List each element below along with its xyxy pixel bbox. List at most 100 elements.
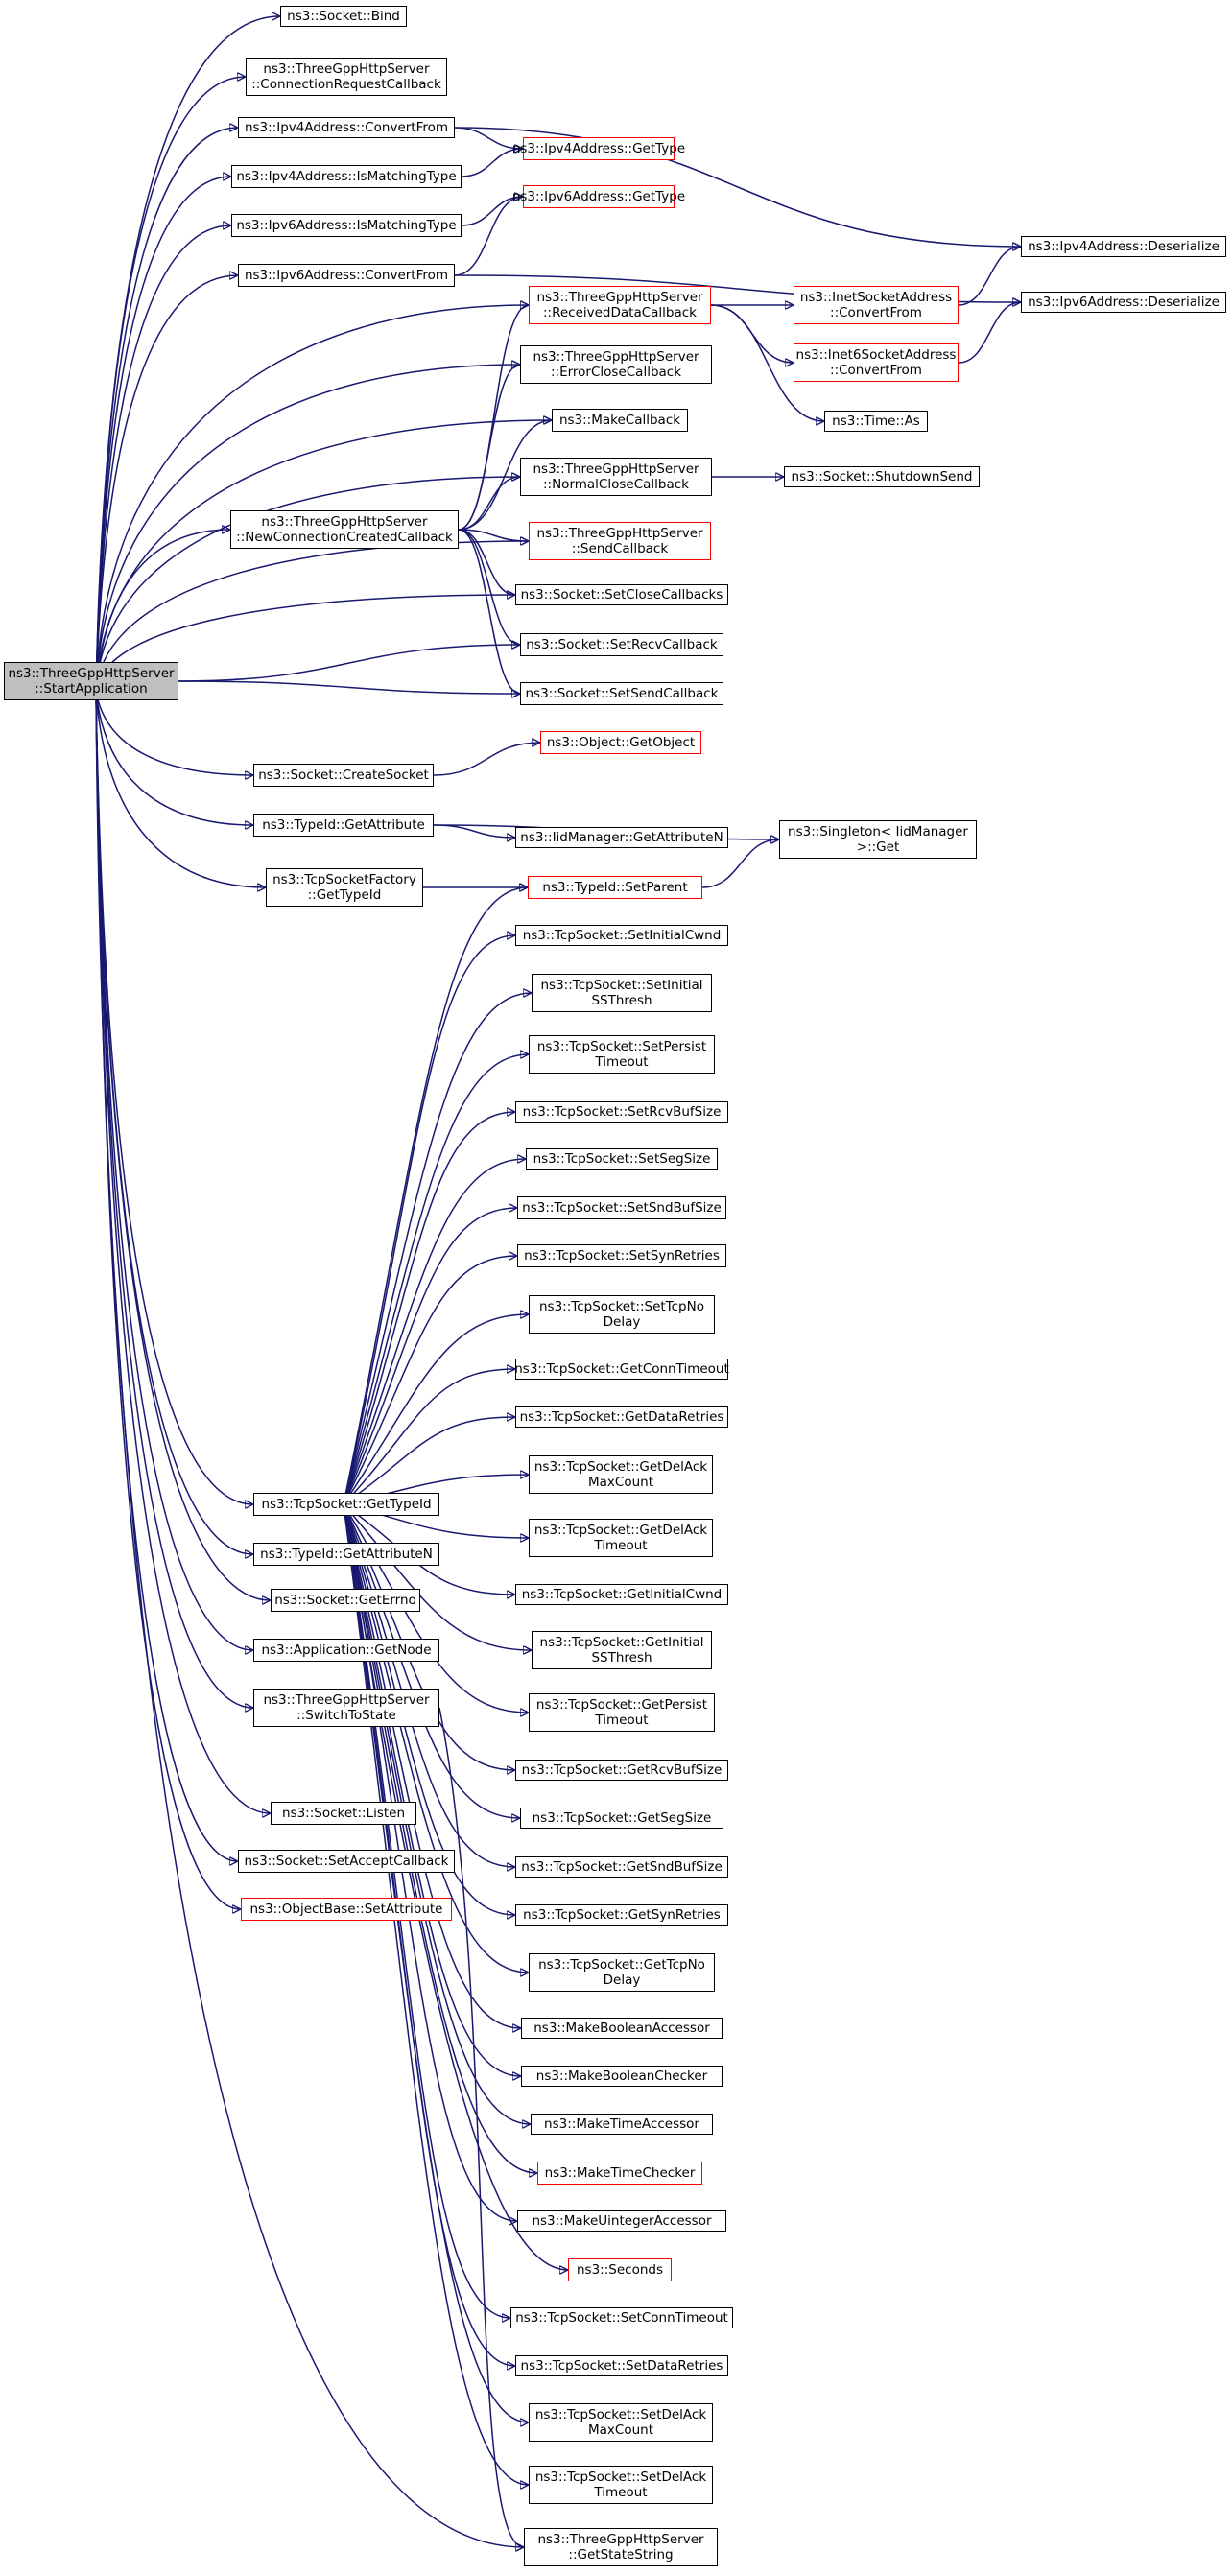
node-ns3-typeid-getattributen[interactable]: ns3::TypeId::GetAttributeN	[253, 1543, 439, 1566]
edge-createsock-to-getobject	[433, 743, 540, 776]
node-ns3-tcpsocket-setdelack-maxcount[interactable]: ns3::TcpSocket::SetDelAck MaxCount	[529, 2403, 713, 2442]
node-ns3-threegpphttpserver-connectionrequestcallback[interactable]: ns3::ThreeGppHttpServer ::ConnectionRequ…	[246, 58, 447, 96]
node-ns3-tcpsocket-settcpno-delay[interactable]: ns3::TcpSocket::SetTcpNo Delay	[529, 1295, 715, 1334]
node-ns3-threegpphttpserver-startapplication[interactable]: ns3::ThreeGppHttpServer ::StartApplicati…	[4, 662, 178, 700]
edge-tcpgettypeid-to-mktimechk	[343, 1503, 537, 2173]
node-ns3-tcpsocket-setsndbufsize[interactable]: ns3::TcpSocket::SetSndBufSize	[517, 1196, 726, 1219]
node-ns3-threegpphttpserver-normalclosecallback[interactable]: ns3::ThreeGppHttpServer ::NormalCloseCal…	[520, 458, 712, 496]
node-ns3-tcpsocket-gettypeid[interactable]: ns3::TcpSocket::GetTypeId	[253, 1493, 439, 1516]
edge-root-to-v6ismatch	[95, 225, 231, 692]
node-ns3-tcpsocket-getsegsize[interactable]: ns3::TcpSocket::GetSegSize	[520, 1808, 723, 1829]
node-ns3-threegpphttpserver-switchtostate[interactable]: ns3::ThreeGppHttpServer ::SwitchToState	[253, 1689, 439, 1727]
node-ns3-tcpsocket-setdataretries[interactable]: ns3::TcpSocket::SetDataRetries	[515, 2355, 728, 2376]
node-ns3-socket-bind[interactable]: ns3::Socket::Bind	[280, 6, 407, 27]
edge-tcpgettypeid-to-setsyn	[343, 1256, 517, 1505]
edge-newconn-to-errclose	[458, 365, 521, 531]
node-ns3-ipv4address-deserialize[interactable]: ns3::Ipv4Address::Deserialize	[1021, 236, 1226, 257]
edge-v4conv-to-v4deser	[454, 127, 1021, 247]
node-ns3-tcpsocket-gettcpno-delay[interactable]: ns3::TcpSocket::GetTcpNo Delay	[529, 1953, 715, 1992]
node-ns3-maketimeaccessor[interactable]: ns3::MakeTimeAccessor	[531, 2114, 713, 2135]
node-ns3-tcpsocket-setpersist-timeout[interactable]: ns3::TcpSocket::SetPersist Timeout	[529, 1035, 715, 1074]
node-ns3-ipv6address-ismatchingtype[interactable]: ns3::Ipv6Address::IsMatchingType	[231, 214, 462, 237]
node-ns3-socket-setacceptcallback[interactable]: ns3::Socket::SetAcceptCallback	[238, 1850, 455, 1873]
node-ns3-tcpsocket-setrcvbufsize[interactable]: ns3::TcpSocket::SetRcvBufSize	[515, 1101, 728, 1123]
edge-root-to-listen	[95, 690, 271, 1813]
edge-tcpgettypeid-to-getseg	[343, 1503, 520, 1818]
edge-recvdata-to-timeas	[710, 304, 824, 421]
node-ns3-tcpsocket-setinitial-ssthresh[interactable]: ns3::TcpSocket::SetInitial SSThresh	[532, 974, 712, 1012]
edge-switchstate-to-getstatestr	[438, 1707, 525, 2547]
node-ns3-tcpsocket-getdelack-timeout[interactable]: ns3::TcpSocket::GetDelAck Timeout	[529, 1519, 713, 1557]
node-ns3-tcpsocket-getpersist-timeout[interactable]: ns3::TcpSocket::GetPersist Timeout	[529, 1693, 715, 1732]
edge-newconn-to-sendcb	[458, 529, 529, 541]
node-ns3-makebooleanchecker[interactable]: ns3::MakeBooleanChecker	[521, 2066, 723, 2087]
edge-root-to-tcpfactory	[95, 690, 266, 887]
node-ns3-makeuintegeraccessor[interactable]: ns3::MakeUintegerAccessor	[517, 2210, 726, 2232]
node-ns3-ipv6address-convertfrom[interactable]: ns3::Ipv6Address::ConvertFrom	[238, 264, 455, 287]
edge-tcpgettypeid-to-setrcvbuf	[343, 1112, 515, 1505]
node-ns3-ipv4address-convertfrom[interactable]: ns3::Ipv4Address::ConvertFrom	[238, 117, 455, 138]
node-ns3-tcpsocket-setsynretries[interactable]: ns3::TcpSocket::SetSynRetries	[517, 1244, 726, 1267]
edge-tcpgettypeid-to-setseg	[343, 1159, 526, 1505]
edge-root-to-conreq	[95, 77, 246, 692]
node-ns3-threegpphttpserver-getstatestring[interactable]: ns3::ThreeGppHttpServer ::GetStateString	[524, 2528, 718, 2566]
node-ns3-socket-setrecvcallback[interactable]: ns3::Socket::SetRecvCallback	[520, 633, 723, 656]
edge-root-to-geterrno	[95, 690, 271, 1600]
node-ns3-time-as[interactable]: ns3::Time::As	[824, 411, 928, 432]
node-ns3-tcpsocket-getconntimeout[interactable]: ns3::TcpSocket::GetConnTimeout	[514, 1359, 729, 1380]
node-ns3-ipv6address-deserialize[interactable]: ns3::Ipv6Address::Deserialize	[1021, 292, 1226, 313]
node-ns3-seconds[interactable]: ns3::Seconds	[568, 2258, 672, 2281]
node-ns3-tcpsocket-getinitialcwnd[interactable]: ns3::TcpSocket::GetInitialCwnd	[515, 1584, 728, 1605]
node-ns3-tcpsocket-setdelack-timeout[interactable]: ns3::TcpSocket::SetDelAck Timeout	[529, 2466, 713, 2504]
node-ns3-ipv4address-ismatchingtype[interactable]: ns3::Ipv4Address::IsMatchingType	[231, 165, 462, 188]
edge-newconn-to-normclose	[458, 477, 521, 531]
node-ns3-singleton-iidmanager-get[interactable]: ns3::Singleton< IidManager >::Get	[779, 820, 977, 859]
node-ns3-threegpphttpserver-sendcallback[interactable]: ns3::ThreeGppHttpServer ::SendCallback	[529, 522, 711, 560]
edge-root-to-v4ismatch	[95, 177, 231, 692]
node-ns3-iidmanager-getattributen[interactable]: ns3::IidManager::GetAttributeN	[515, 827, 728, 848]
node-ns3-tcpsocket-getdelack-maxcount[interactable]: ns3::TcpSocket::GetDelAck MaxCount	[529, 1455, 713, 1494]
edge-tcpgettypeid-to-setinitss	[343, 993, 532, 1505]
node-ns3-application-getnode[interactable]: ns3::Application::GetNode	[253, 1639, 439, 1662]
node-ns3-socket-shutdownsend[interactable]: ns3::Socket::ShutdownSend	[784, 466, 980, 487]
node-ns3-makebooleanaccessor[interactable]: ns3::MakeBooleanAccessor	[521, 2018, 723, 2039]
node-ns3-socket-setclosecallbacks[interactable]: ns3::Socket::SetCloseCallbacks	[515, 584, 728, 605]
node-ns3-tcpsocket-getinitial-ssthresh[interactable]: ns3::TcpSocket::GetInitial SSThresh	[532, 1631, 712, 1669]
edge-root-to-tcpgettypeid	[95, 690, 253, 1504]
node-ns3-tcpsocket-setconntimeout[interactable]: ns3::TcpSocket::SetConnTimeout	[510, 2307, 733, 2328]
node-ns3-tcpsocketfactory-gettypeid[interactable]: ns3::TcpSocketFactory ::GetTypeId	[266, 868, 423, 907]
edge-newconn-to-setrecv	[458, 529, 521, 645]
node-ns3-inetsocketaddress-convertfrom[interactable]: ns3::InetSocketAddress ::ConvertFrom	[794, 286, 959, 324]
node-ns3-threegpphttpserver-receiveddatacallback[interactable]: ns3::ThreeGppHttpServer ::ReceivedDataCa…	[529, 286, 711, 324]
node-ns3-tcpsocket-getdataretries[interactable]: ns3::TcpSocket::GetDataRetries	[515, 1406, 728, 1428]
edge-root-to-normclose	[95, 477, 520, 692]
node-ns3-ipv6address-gettype[interactable]: ns3::Ipv6Address::GetType	[512, 185, 685, 208]
node-ns3-typeid-setparent[interactable]: ns3::TypeId::SetParent	[528, 876, 702, 899]
node-ns3-tcpsocket-setsegsize[interactable]: ns3::TcpSocket::SetSegSize	[526, 1148, 718, 1170]
node-ns3-socket-createsocket[interactable]: ns3::Socket::CreateSocket	[253, 764, 434, 787]
node-ns3-socket-geterrno[interactable]: ns3::Socket::GetErrno	[271, 1589, 420, 1612]
edge-tcpgettypeid-to-settcpno	[343, 1314, 529, 1505]
edge-root-to-setsend	[178, 680, 520, 694]
edge-inet6conv-to-v6deser	[958, 302, 1022, 364]
node-ns3-threegpphttpserver-errorclosecallback[interactable]: ns3::ThreeGppHttpServer ::ErrorCloseCall…	[520, 345, 712, 384]
node-ns3-socket-listen[interactable]: ns3::Socket::Listen	[271, 1802, 416, 1825]
node-ns3-inet6socketaddress-convertfrom[interactable]: ns3::Inet6SocketAddress ::ConvertFrom	[794, 343, 959, 382]
node-ns3-tcpsocket-getsndbufsize[interactable]: ns3::TcpSocket::GetSndBufSize	[515, 1856, 728, 1878]
node-ns3-makecallback[interactable]: ns3::MakeCallback	[552, 409, 688, 432]
node-ns3-tcpsocket-getrcvbufsize[interactable]: ns3::TcpSocket::GetRcvBufSize	[515, 1760, 728, 1781]
node-ns3-maketimechecker[interactable]: ns3::MakeTimeChecker	[537, 2162, 702, 2185]
node-ns3-tcpsocket-setinitialcwnd[interactable]: ns3::TcpSocket::SetInitialCwnd	[515, 925, 728, 946]
node-ns3-typeid-getattribute[interactable]: ns3::TypeId::GetAttribute	[253, 814, 434, 837]
node-ns3-ipv4address-gettype[interactable]: ns3::Ipv4Address::GetType	[512, 137, 685, 160]
node-ns3-tcpsocket-getsynretries[interactable]: ns3::TcpSocket::GetSynRetries	[515, 1904, 728, 1926]
edge-root-to-createsock	[95, 690, 253, 775]
node-ns3-objectbase-setattribute[interactable]: ns3::ObjectBase::SetAttribute	[241, 1898, 452, 1921]
node-ns3-socket-setsendcallback[interactable]: ns3::Socket::SetSendCallback	[520, 682, 723, 705]
node-ns3-threegpphttpserver-newconnectioncreatedcallback[interactable]: ns3::ThreeGppHttpServer ::NewConnectionC…	[230, 510, 459, 549]
node-ns3-object-getobject[interactable]: ns3::Object::GetObject	[540, 731, 701, 754]
edge-inetconv-to-v4deser	[958, 247, 1022, 306]
edge-v4ismatch-to-v4gettype	[461, 149, 523, 177]
edge-tcpgettypeid-to-getdataret	[343, 1417, 515, 1505]
